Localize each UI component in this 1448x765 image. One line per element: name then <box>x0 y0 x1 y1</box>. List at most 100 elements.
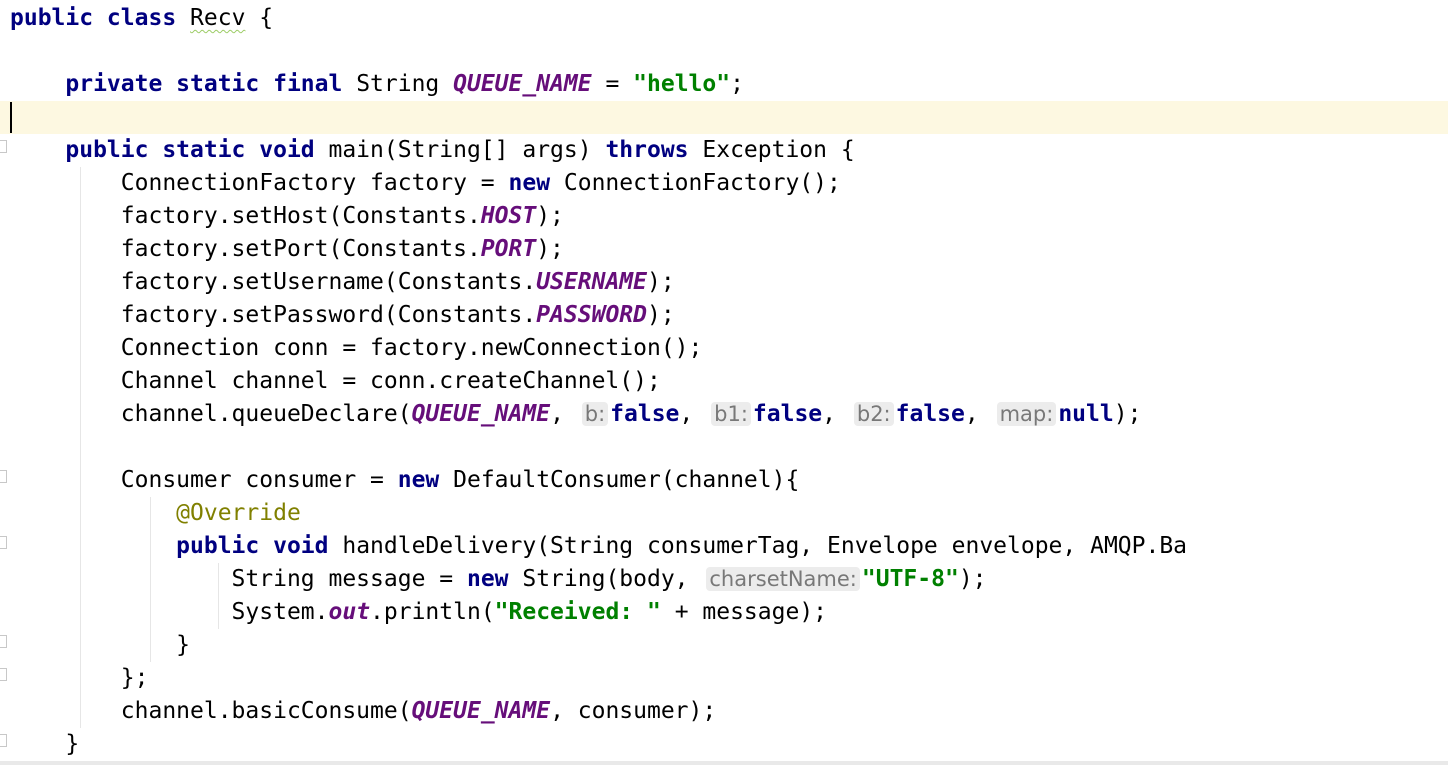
code-line[interactable]: @Override <box>0 497 1448 530</box>
code-text: }; <box>10 665 149 691</box>
code-text: String message = <box>10 566 467 592</box>
code-text: , <box>550 401 578 427</box>
code-line[interactable]: channel.queueDeclare(QUEUE_NAME, b:false… <box>0 398 1448 431</box>
code-text <box>10 533 176 559</box>
code-text: handleDelivery(String consumerTag, Envel… <box>328 533 1188 559</box>
code-text: Consumer consumer = <box>10 467 398 493</box>
fold-marker-icon[interactable] <box>0 536 7 549</box>
code-line[interactable]: } <box>0 629 1448 662</box>
code-text: ConnectionFactory factory = <box>10 170 509 196</box>
code-text: Connection conn = factory.newConnection(… <box>10 335 703 361</box>
keyword-token: new <box>397 467 440 493</box>
string-literal: "Received: " <box>494 599 661 625</box>
fold-marker-icon[interactable] <box>0 668 7 681</box>
code-line[interactable]: public class Recv { <box>0 2 1448 35</box>
keyword-token: false <box>895 401 965 427</box>
code-text <box>10 71 65 97</box>
code-line[interactable]: public void handleDelivery(String consum… <box>0 530 1448 563</box>
code-line[interactable]: factory.setUsername(Constants.USERNAME); <box>0 266 1448 299</box>
keyword-token: public class <box>10 5 177 31</box>
keyword-token: null <box>1058 401 1114 427</box>
code-line[interactable]: }; <box>0 662 1448 695</box>
code-text: Channel channel = conn.createChannel(); <box>10 368 661 394</box>
code-line[interactable] <box>0 431 1448 464</box>
code-text: , consumer); <box>550 698 717 724</box>
code-text: DefaultConsumer(channel){ <box>439 467 800 493</box>
code-text: ConnectionFactory(); <box>550 170 841 196</box>
keyword-token: public void <box>176 533 329 559</box>
code-text: channel.basicConsume( <box>10 698 412 724</box>
annotation-token: @Override <box>176 500 301 526</box>
code-text: , <box>964 401 993 427</box>
code-text: factory.setPassword(Constants. <box>10 302 537 328</box>
code-text: factory.setPort(Constants. <box>10 236 481 262</box>
horizontal-scrollbar[interactable] <box>0 761 1448 765</box>
string-literal: "hello" <box>633 71 731 97</box>
code-text: } <box>10 632 191 658</box>
indent-guide-method <box>80 167 81 728</box>
keyword-token: public static void <box>65 137 315 163</box>
code-text: , <box>679 401 708 427</box>
constant-token: USERNAME <box>536 269 647 295</box>
code-line[interactable]: Channel channel = conn.createChannel(); <box>0 365 1448 398</box>
code-line[interactable]: Connection conn = factory.newConnection(… <box>0 332 1448 365</box>
fold-marker-icon[interactable] <box>0 470 7 483</box>
keyword-token: false <box>610 401 680 427</box>
parameter-hint: b1: <box>711 402 751 426</box>
code-line[interactable]: Consumer consumer = new DefaultConsumer(… <box>0 464 1448 497</box>
keyword-token: private static final <box>65 71 343 97</box>
current-code-line[interactable] <box>0 101 1448 134</box>
code-text <box>10 137 65 163</box>
code-text: ); <box>646 302 675 328</box>
code-text: } <box>10 731 80 757</box>
code-text: channel.queueDeclare( <box>10 401 412 427</box>
constant-token: out <box>328 599 371 625</box>
constant-token: QUEUE_NAME <box>453 71 592 97</box>
constant-token: QUEUE_NAME <box>411 698 551 724</box>
keyword-token: false <box>752 401 823 427</box>
parameter-hint: b2: <box>853 402 894 426</box>
code-text: , <box>822 401 850 427</box>
code-text: String <box>342 71 454 97</box>
fold-marker-icon[interactable] <box>0 635 7 648</box>
code-line[interactable]: factory.setHost(Constants.HOST); <box>0 200 1448 233</box>
code-line[interactable]: factory.setPassword(Constants.PASSWORD); <box>0 299 1448 332</box>
code-line[interactable]: System.out.println("Received: " + messag… <box>0 596 1448 629</box>
fold-marker-icon[interactable] <box>0 734 7 747</box>
parameter-hint: charsetName: <box>706 567 860 591</box>
code-text: ); <box>646 269 675 295</box>
code-text: ); <box>536 203 564 229</box>
code-text: System. <box>10 599 329 625</box>
parameter-hint: b: <box>581 402 609 426</box>
code-text: factory.setHost(Constants. <box>10 203 481 229</box>
code-text: { <box>245 5 274 31</box>
fold-marker-icon[interactable] <box>0 140 7 153</box>
code-line[interactable]: } <box>0 728 1448 761</box>
code-text: ); <box>536 236 564 262</box>
code-line[interactable]: factory.setPort(Constants.PORT); <box>0 233 1448 266</box>
code-text: factory.setUsername(Constants. <box>10 269 537 295</box>
string-literal: "UTF-8" <box>861 566 959 592</box>
code-line[interactable]: private static final String QUEUE_NAME =… <box>0 68 1448 101</box>
constant-token: HOST <box>480 203 537 229</box>
code-text <box>10 500 176 526</box>
code-line[interactable]: public static void main(String[] args) t… <box>0 134 1448 167</box>
code-line[interactable] <box>0 35 1448 68</box>
code-text: Exception { <box>688 137 855 163</box>
parameter-hint: map: <box>996 402 1057 426</box>
code-text: + message); <box>660 599 828 625</box>
code-text: ; <box>730 71 744 97</box>
code-line[interactable]: String message = new String(body, charse… <box>0 563 1448 596</box>
text-caret <box>10 102 12 133</box>
keyword-token: new <box>466 566 509 592</box>
code-text: main(String[] args) <box>314 137 606 163</box>
code-text: String(body, <box>508 566 703 592</box>
code-line[interactable]: channel.basicConsume(QUEUE_NAME, consume… <box>0 695 1448 728</box>
code-text: .println( <box>370 599 495 625</box>
code-line[interactable]: ConnectionFactory factory = new Connecti… <box>0 167 1448 200</box>
indent-guide-handle-delivery <box>218 563 219 629</box>
code-text: ); <box>1113 401 1142 427</box>
code-text: = <box>591 71 634 97</box>
